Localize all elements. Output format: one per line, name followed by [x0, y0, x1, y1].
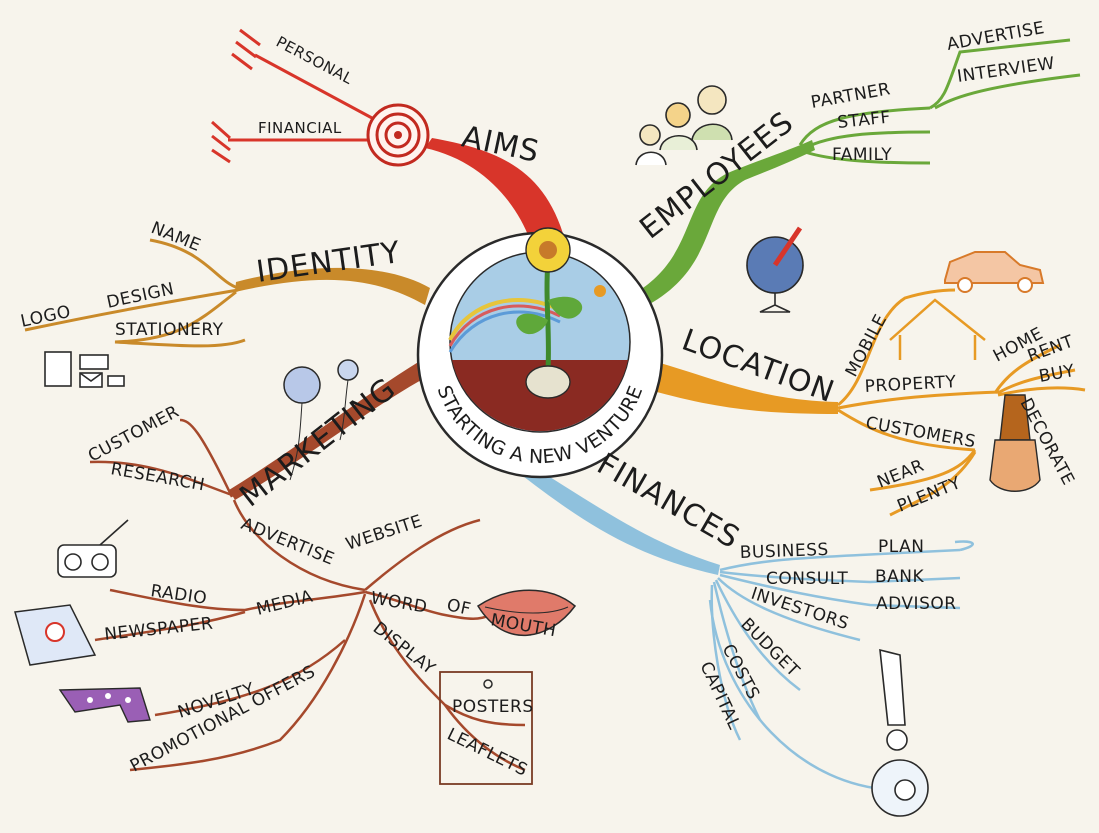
target-icon: [366, 103, 430, 167]
finances-bank-label: BANK: [875, 567, 925, 587]
stationery-icon: [44, 351, 125, 388]
employees-branch: [640, 140, 815, 305]
marketing-promotional-offers-label: PROMOTIONAL OFFERS: [127, 662, 319, 777]
marketing-of-label: OF: [445, 595, 473, 620]
marketing-word-label: WORD: [369, 588, 429, 618]
aims-arrow-personal: [254, 53, 386, 127]
employees-interview-label: INTERVIEW: [956, 53, 1056, 87]
finances-advisor-label: ADVISOR: [876, 594, 957, 614]
shoe-icon: [58, 687, 151, 723]
balloon-icon: [283, 359, 359, 481]
piggy-bank-icon: [871, 759, 929, 817]
location-buy-label: BUY: [1037, 361, 1076, 387]
marketing-posters-label: POSTERS: [452, 697, 534, 717]
location-branch: [650, 360, 838, 414]
identity-name-label: NAME: [148, 218, 203, 256]
employees-family-label: FAMILY: [832, 145, 892, 165]
car-icon: [944, 251, 1045, 293]
employees-staff-label: STAFF: [836, 107, 891, 132]
radio-icon: [57, 519, 129, 578]
people-icon: [635, 85, 733, 166]
marketing-subbranches: [89, 418, 526, 772]
poster-icon: [439, 671, 533, 785]
globe-icon: [746, 226, 804, 313]
employees-subbranches: [798, 38, 1081, 165]
finances-consult-label: CONSULT: [766, 569, 848, 589]
location-property-label: PROPERTY: [864, 372, 957, 397]
marketing-branch: [229, 355, 440, 500]
identity-branch: [235, 267, 430, 305]
marketing-display-label: DISPLAY: [369, 618, 439, 679]
location-mobile-label: MOBILE: [842, 311, 892, 380]
location-subbranches: [837, 288, 1086, 517]
aims-branch: [425, 138, 565, 240]
newspaper-icon: [14, 604, 97, 666]
finances-plan-label: PLAN: [878, 537, 924, 557]
marketing-media-label: MEDIA: [254, 586, 315, 619]
identity-logo-label: LOGO: [19, 302, 73, 332]
identity-stationery-label: STATIONERY: [115, 320, 224, 340]
aims-personal-label: PERSONAL: [273, 33, 356, 88]
central-image: [416, 231, 664, 479]
marketing-newspaper-label: NEWSPAPER: [103, 614, 214, 645]
marketing-research-label: RESEARCH: [109, 459, 206, 495]
aims-financial-label: FINANCIAL: [258, 119, 342, 137]
marketing-leaflets-label: LEAFLETS: [444, 725, 531, 781]
arrow-icon: [211, 28, 261, 164]
marketing-website-label: WEBSITE: [343, 511, 425, 555]
flower-icon: [516, 227, 583, 399]
hand-icon: [879, 648, 908, 751]
finances-business-label: BUSINESS: [739, 540, 829, 563]
finances-subbranches: [708, 540, 974, 792]
marketing-radio-label: RADIO: [149, 581, 208, 609]
location-customers-label: CUSTOMERS: [864, 413, 977, 452]
identity-subbranches: [24, 238, 246, 348]
finances-label: FINANCES: [591, 447, 746, 557]
paintbrush-icon: [989, 394, 1041, 492]
finances-branch: [515, 462, 720, 575]
house-icon: [889, 298, 986, 360]
mouth-icon: [476, 589, 577, 636]
marketing-customer-label: CUSTOMER: [85, 402, 183, 467]
